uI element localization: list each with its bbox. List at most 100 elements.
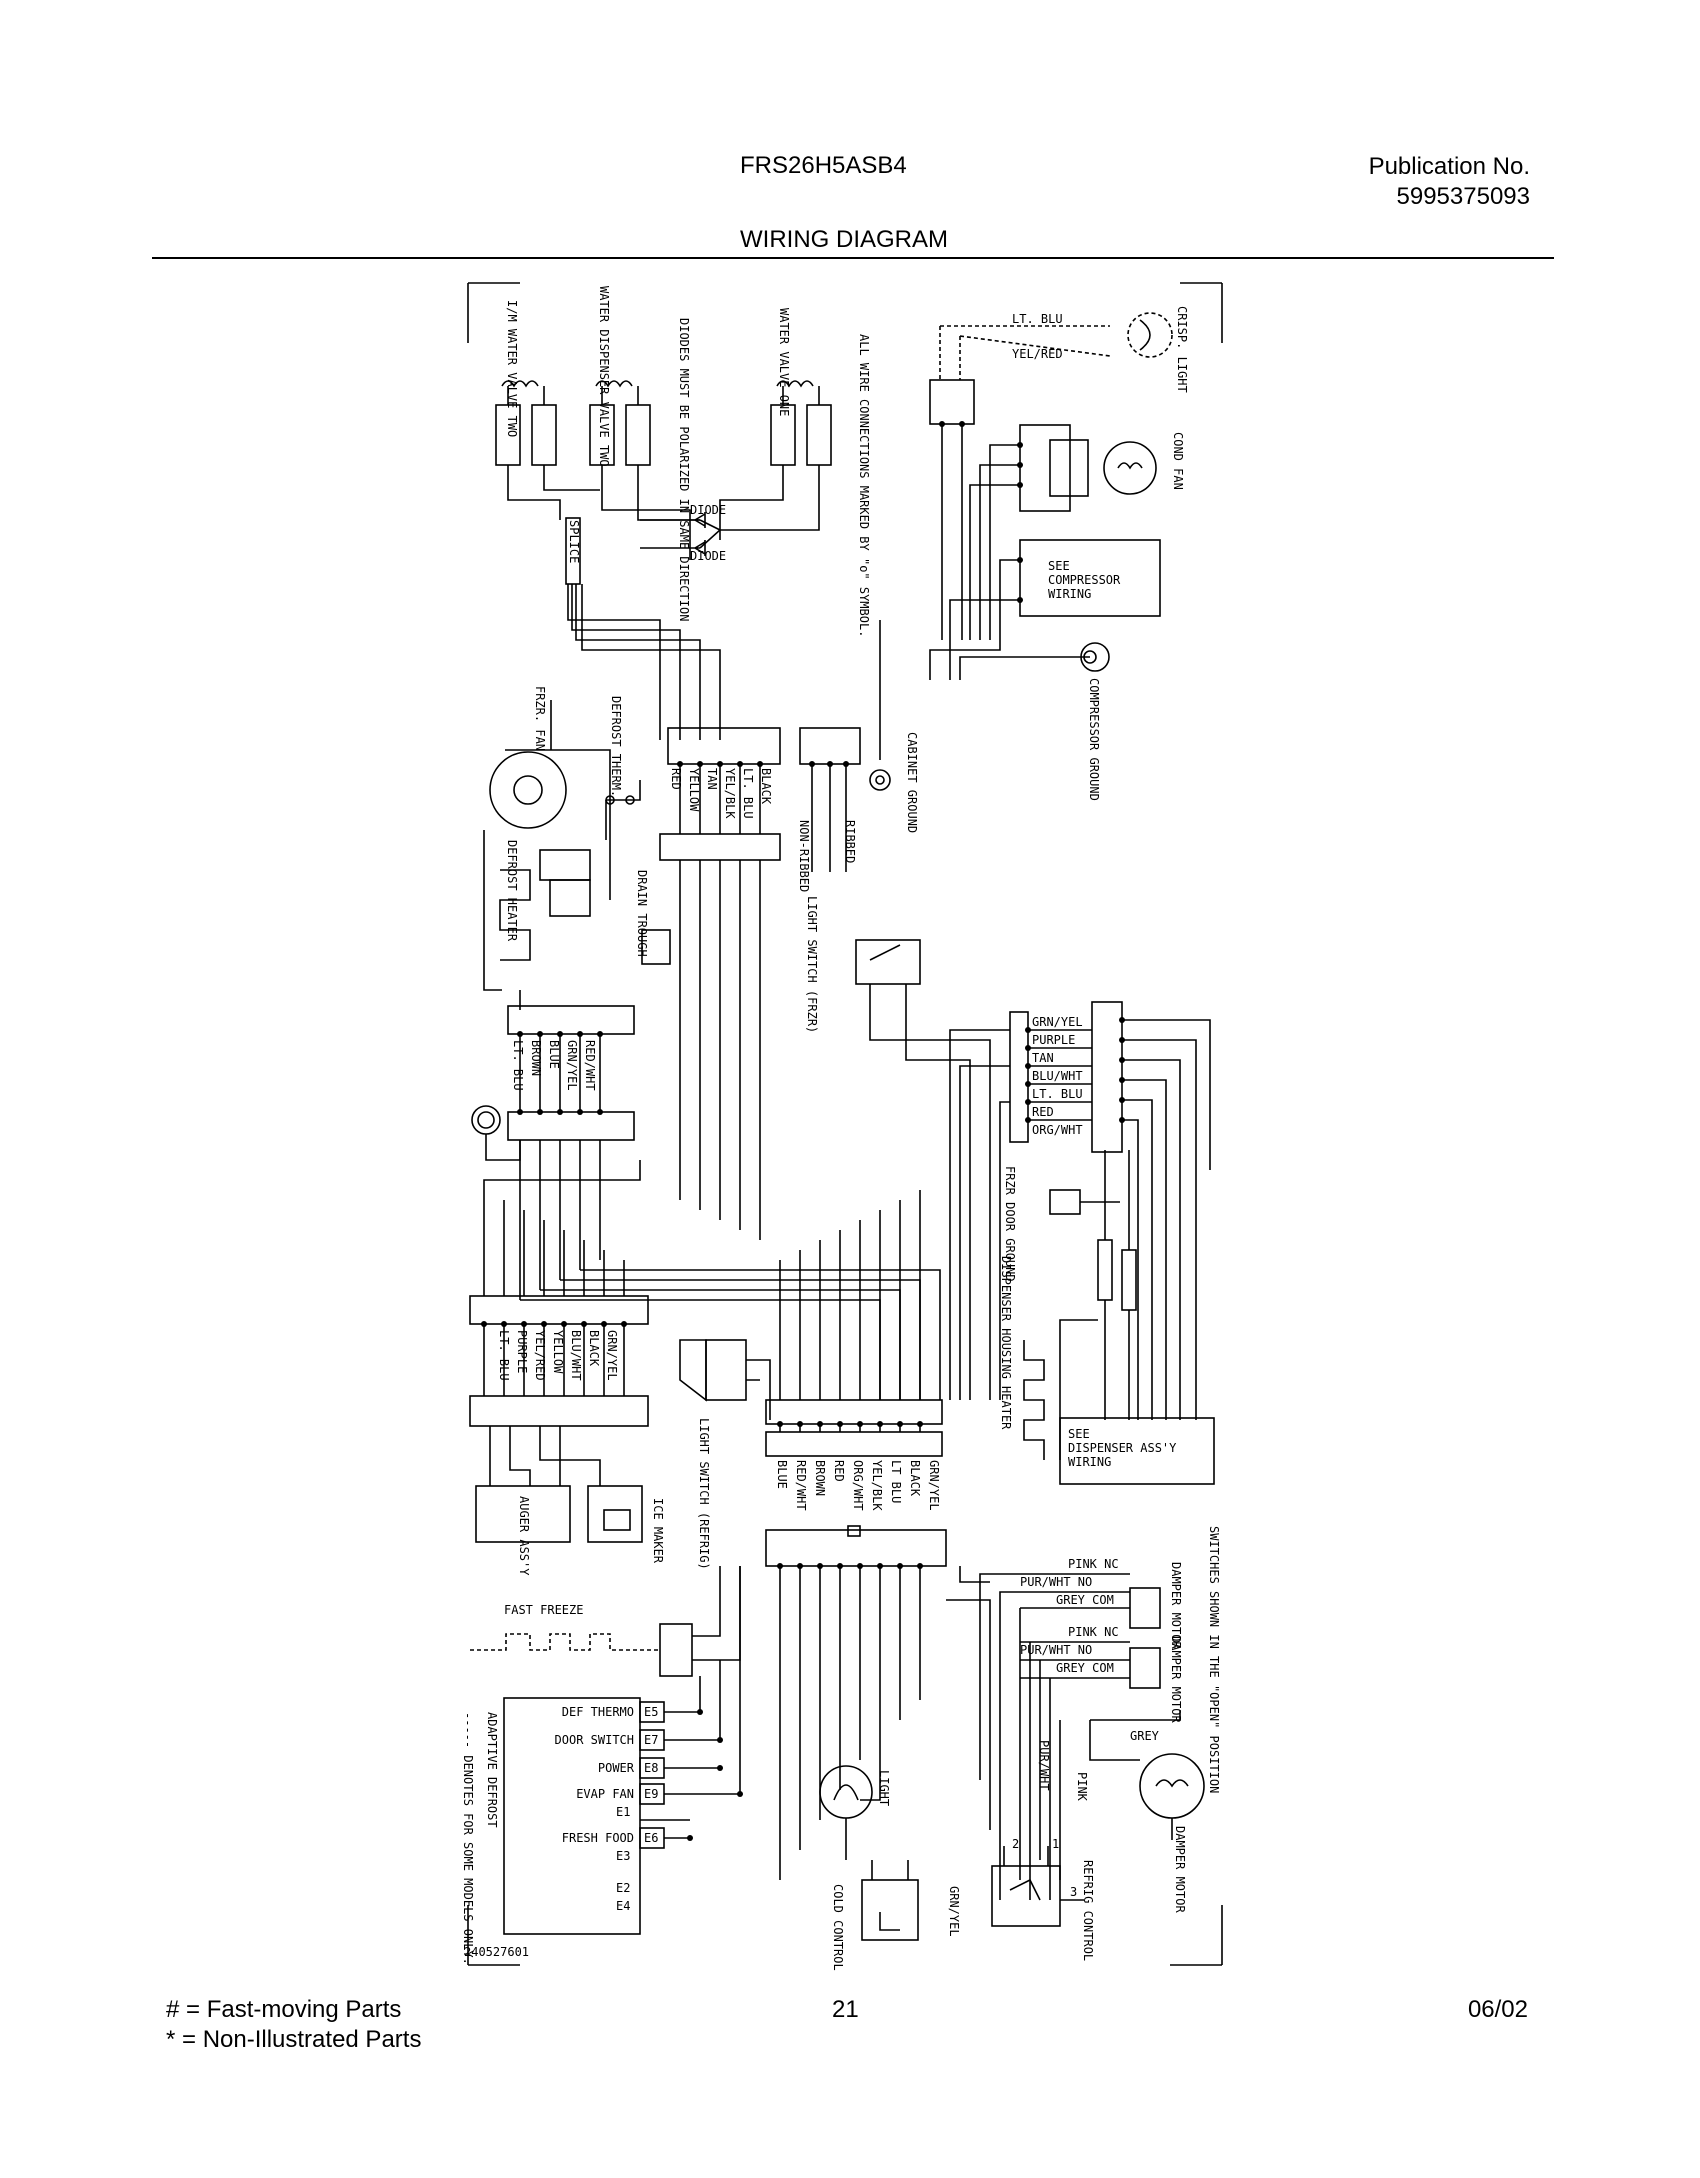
dispenser-valve-coil: [589, 380, 651, 466]
junction-dot: [777, 1563, 783, 1569]
label-defrost-therm: DEFROST THERM.: [609, 696, 623, 797]
junction-dot: [1025, 1045, 1031, 1051]
wire-color-label: RED: [832, 1460, 846, 1482]
label-term-1: 1: [1052, 1837, 1059, 1851]
junction-dot: [501, 1321, 507, 1327]
page-title: WIRING DIAGRAM: [740, 226, 948, 253]
junction-dot: [837, 1421, 843, 1427]
label-light: LIGHT: [877, 1770, 891, 1806]
junction-dot: [1017, 557, 1023, 563]
header-rule: [152, 257, 1554, 259]
junction-dot: [777, 1421, 783, 1427]
junction-dot: [481, 1321, 487, 1327]
door-wire-label: LT. BLU: [1032, 1087, 1083, 1101]
control-terminal-id: E1: [616, 1805, 630, 1819]
junction-dot: [697, 761, 703, 767]
junction-dot: [917, 1563, 923, 1569]
junction-dot: [1119, 1117, 1125, 1123]
label-term-2: 2: [1012, 1837, 1019, 1851]
control-terminal-name: POWER: [598, 1761, 635, 1775]
control-terminal-name: DEF THERMO: [562, 1705, 634, 1719]
door-wire-label: GRN/YEL: [1032, 1015, 1083, 1029]
label-ice-maker: ICE MAKER: [651, 1498, 665, 1564]
junction-dot: [1119, 1097, 1125, 1103]
label-dm1-grey: GREY COM: [1056, 1593, 1114, 1607]
label-ribbed: RIBBED: [843, 820, 857, 863]
label-frzr-fan: FRZR. FAN: [533, 686, 547, 751]
label-drain-trough: DRAIN TROUGH: [635, 870, 649, 957]
junction-dot: [1017, 462, 1023, 468]
label-damper-motor-bottom: DAMPER MOTOR: [1173, 1826, 1187, 1913]
label-splice-top: SPLICE: [567, 520, 581, 563]
label-part-number: 240527601: [464, 1945, 529, 1959]
junction-dot: [897, 1421, 903, 1427]
label-water-valve-one: WATER VALVE ONE: [777, 308, 791, 416]
wire-color-label: BLUE: [547, 1040, 561, 1069]
junction-dot: [1025, 1063, 1031, 1069]
wire-color-label: YEL/BLK: [723, 768, 737, 819]
junction-dot: [857, 1421, 863, 1427]
junction-dot: [1119, 1017, 1125, 1023]
junction-dots: [481, 421, 1125, 1841]
junction-dot: [537, 1031, 543, 1037]
wire-color-label: TAN: [705, 768, 719, 790]
label-connections-note: ALL WIRE CONNECTIONS MARKED BY "o" SYMBO…: [857, 334, 871, 637]
junction-dot: [797, 1563, 803, 1569]
door-wire-label: PURPLE: [1032, 1033, 1075, 1047]
junction-dot: [1025, 1081, 1031, 1087]
control-terminal-name: DOOR SWITCH: [555, 1733, 634, 1747]
wire-color-label: RED/WHT: [794, 1460, 808, 1511]
control-terminal-id: E2: [616, 1881, 630, 1895]
junction-dot: [917, 1421, 923, 1427]
control-terminal-id: E7: [644, 1733, 658, 1747]
wire-color-label: YELLOW: [551, 1330, 565, 1374]
label-light-switch-refrig: LIGHT SWITCH (REFRIG): [697, 1418, 711, 1570]
junction-dot: [939, 421, 945, 427]
control-terminal-id: E3: [616, 1849, 630, 1863]
label-dispenser-valve: WATER DISPENSER VALVE TWO: [597, 286, 611, 467]
junction-dot: [1025, 1027, 1031, 1033]
wire-color-label: GRN/YEL: [927, 1460, 941, 1511]
junction-dot: [1025, 1117, 1031, 1123]
junction-dot: [857, 1563, 863, 1569]
label-non-ribbed: NON-RIBBED: [797, 820, 811, 892]
label-cond-fan: COND FAN: [1171, 432, 1185, 490]
wire-color-label: PURPLE: [515, 1330, 529, 1373]
junction-dot: [737, 761, 743, 767]
im-water-valve-coil: [495, 380, 557, 466]
wire-color-label: GRN/YEL: [605, 1330, 619, 1381]
junction-dot: [1017, 482, 1023, 488]
wire-color-label: LT. BLU: [511, 1040, 525, 1091]
junction-dot: [697, 1709, 703, 1715]
label-crisp-light: CRISP. LIGHT: [1175, 306, 1189, 393]
wire-color-label: YEL/RED: [533, 1330, 547, 1381]
junction-dot: [521, 1321, 527, 1327]
wire-color-label: RED: [669, 768, 683, 790]
label-auger-assy: AUGER ASS'Y: [517, 1496, 531, 1576]
wire-color-label: RED/WHT: [583, 1040, 597, 1091]
label-dm1-pink: PINK NC: [1068, 1557, 1119, 1571]
label-yel-red: YEL/RED: [1012, 347, 1063, 361]
junction-dot: [677, 761, 683, 767]
control-terminal-id: E9: [644, 1787, 658, 1801]
label-lt-blu: LT. BLU: [1012, 312, 1063, 326]
wire-color-label: YELLOW: [687, 768, 701, 812]
label-switches-note: SWITCHES SHOWN IN THE "OPEN" POSITION: [1207, 1526, 1221, 1793]
revision-date: 06/02: [1467, 1996, 1528, 2023]
label-dispenser-housing-heater: DISPENSER HOUSING HEATER: [999, 1256, 1013, 1430]
junction-dot: [537, 1109, 543, 1115]
junction-dot: [757, 761, 763, 767]
junction-dot: [557, 1109, 563, 1115]
junction-dot: [1119, 1057, 1125, 1063]
junction-dot: [1025, 1099, 1031, 1105]
door-wire-label: BLU/WHT: [1032, 1069, 1083, 1083]
junction-dot: [959, 421, 965, 427]
junction-dot: [827, 761, 833, 767]
label-diode-1: DIODE: [690, 503, 726, 517]
control-terminal-id: E8: [644, 1761, 658, 1775]
junction-dot: [737, 1791, 743, 1797]
junction-dot: [1017, 597, 1023, 603]
wire-color-label: BLACK: [759, 768, 773, 805]
